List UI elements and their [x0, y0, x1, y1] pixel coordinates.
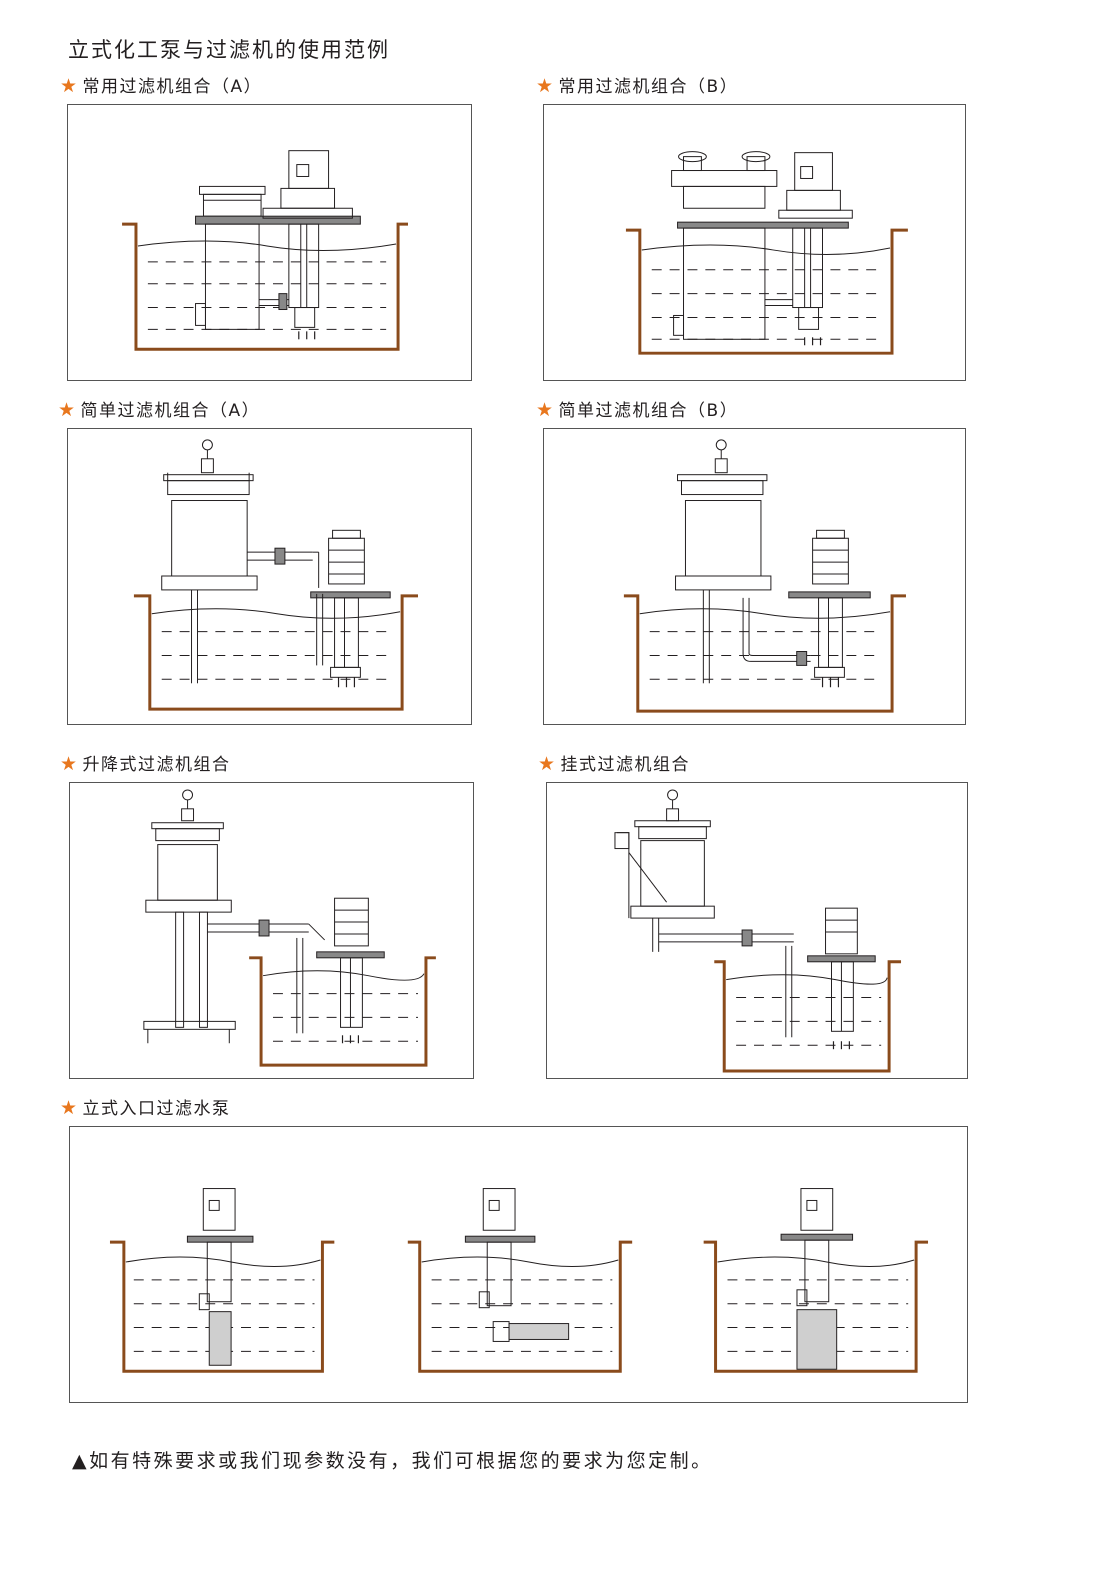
star-icon: ★ [60, 75, 79, 97]
section-label: 简单过滤机组合（A） [80, 401, 261, 421]
diagram-common-filter-b [543, 104, 966, 381]
diagram-drawing [625, 151, 908, 355]
section-label: 立式入口过滤水泵 [82, 1099, 231, 1119]
footnote: ▲如有特殊要求或我们现参数没有，我们可根据您的要求为您定制。 [72, 1446, 713, 1473]
diagram-drawing [109, 1188, 929, 1373]
section-label: 常用过滤机组合（B） [558, 77, 739, 97]
section-label: 挂式过滤机组合 [560, 755, 691, 775]
section-header-inlet-filter-pump: ★立式入口过滤水泵 [60, 1094, 231, 1119]
star-icon: ★ [536, 399, 555, 421]
diagram-lifting-filter [69, 782, 474, 1079]
diagram-simple-filter-a [67, 428, 472, 725]
section-header-hanging: ★挂式过滤机组合 [538, 750, 690, 775]
footnote-text: 如有特殊要求或我们现参数没有，我们可根据您的要求为您定制。 [89, 1450, 713, 1472]
page-title: 立式化工泵与过滤机的使用范例 [68, 38, 390, 62]
star-icon: ★ [60, 1097, 79, 1119]
section-header-common-a: ★常用过滤机组合（A） [60, 72, 262, 97]
section-header-simple-b: ★简单过滤机组合（B） [536, 396, 738, 421]
diagram-vertical-inlet-filter-pump [69, 1126, 968, 1403]
section-label: 常用过滤机组合（A） [82, 77, 263, 97]
diagram-drawing [614, 789, 902, 1073]
diagram-simple-filter-b [543, 428, 966, 725]
diagram-drawing [122, 150, 408, 351]
star-icon: ★ [538, 753, 557, 775]
triangle-icon: ▲ [72, 1450, 90, 1472]
star-icon: ★ [536, 75, 555, 97]
star-icon: ★ [58, 399, 77, 421]
section-label: 简单过滤机组合（B） [558, 401, 739, 421]
diagram-hanging-filter [546, 782, 968, 1079]
diagram-common-filter-a [67, 104, 472, 381]
diagram-drawing [623, 439, 906, 713]
star-icon: ★ [60, 753, 79, 775]
section-header-lifting: ★升降式过滤机组合 [60, 750, 231, 775]
diagram-drawing [143, 789, 436, 1067]
section-header-simple-a: ★简单过滤机组合（A） [58, 396, 260, 421]
diagram-drawing [133, 439, 418, 711]
section-label: 升降式过滤机组合 [82, 755, 231, 775]
section-header-common-b: ★常用过滤机组合（B） [536, 72, 738, 97]
